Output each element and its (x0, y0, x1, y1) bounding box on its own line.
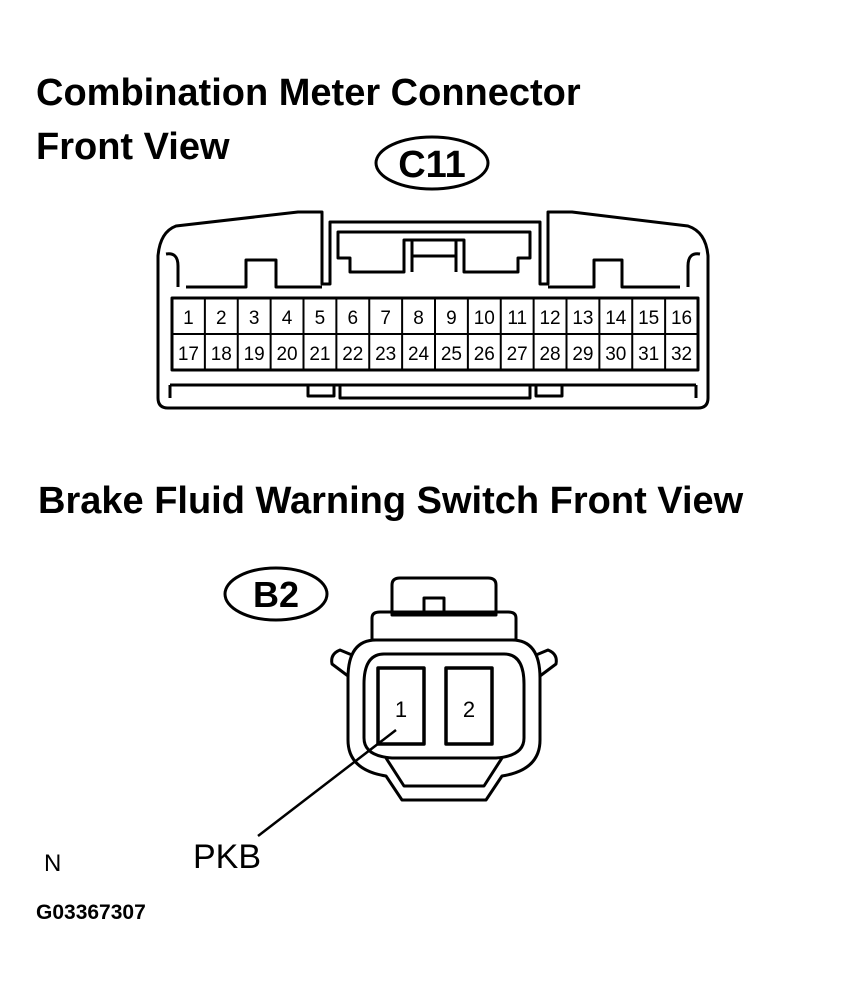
c11-pin-1: 1 (183, 308, 194, 329)
c11-pin-3: 3 (249, 308, 260, 329)
connector-c11-label: C11 (374, 135, 490, 191)
c11-pin-8: 8 (413, 308, 424, 329)
meter-front-view-label: Front View (36, 126, 230, 168)
c11-pin-21: 21 (309, 344, 330, 365)
b2-pin-1: 1 (395, 697, 407, 722)
c11-pin-9: 9 (446, 308, 457, 329)
c11-pin-24: 24 (408, 344, 430, 365)
c11-pin-11: 11 (507, 308, 527, 329)
c11-pin-30: 30 (605, 344, 626, 365)
connector-b2-label: B2 (223, 566, 329, 622)
c11-pin-31: 31 (638, 344, 659, 365)
c11-pin-18: 18 (211, 344, 232, 365)
c11-pin-19: 19 (244, 344, 265, 365)
c11-pin-14: 14 (605, 308, 627, 329)
meter-connector-title: Combination Meter Connector (36, 72, 581, 114)
c11-pin-32: 32 (671, 344, 692, 365)
c11-pin-5: 5 (315, 308, 326, 329)
c11-pin-29: 29 (572, 344, 593, 365)
pkb-callout: PKB (193, 838, 262, 876)
c11-pin-27: 27 (507, 344, 528, 365)
connector-b2-body (257, 576, 558, 837)
c11-pin-13: 13 (572, 308, 593, 329)
c11-pin-10: 10 (474, 308, 495, 329)
c11-pin-17: 17 (178, 344, 199, 365)
c11-pin-28: 28 (539, 344, 560, 365)
c11-pin-26: 26 (474, 344, 495, 365)
c11-pin-2: 2 (216, 308, 227, 329)
c11-pin-25: 25 (441, 344, 462, 365)
connector-c11-id: C11 (398, 144, 466, 186)
c11-pin-4: 4 (282, 308, 293, 329)
c11-pin-15: 15 (638, 308, 659, 329)
c11-pin-23: 23 (375, 344, 396, 365)
connector-b2-id: B2 (253, 574, 299, 615)
c11-pin-12: 12 (539, 308, 560, 329)
c11-pin-16: 16 (671, 308, 692, 329)
c11-pin-20: 20 (276, 344, 297, 365)
figure-code: G03367307 (36, 901, 146, 924)
c11-pin-7: 7 (380, 308, 391, 329)
switch-title: Brake Fluid Warning Switch Front View (38, 480, 744, 522)
b2-pin-2: 2 (463, 697, 475, 722)
c11-pin-22: 22 (342, 344, 363, 365)
c11-pin-6: 6 (348, 308, 359, 329)
north-marker: N (44, 850, 62, 877)
